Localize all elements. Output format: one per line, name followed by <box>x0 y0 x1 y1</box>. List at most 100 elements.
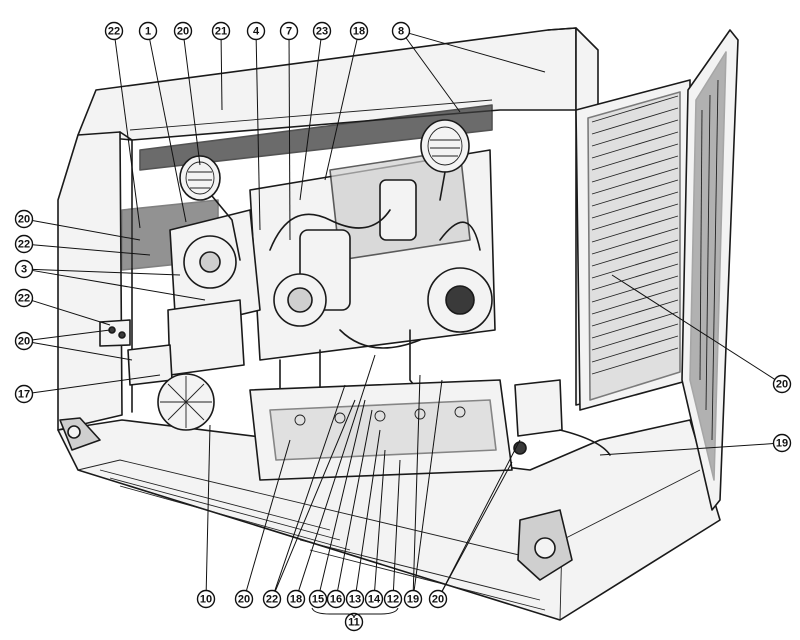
callout-number: 23 <box>316 26 328 38</box>
callout-14: 14 <box>364 589 384 609</box>
callout-22: 22 <box>14 288 34 308</box>
leader-line <box>183 39 201 166</box>
callout-17: 17 <box>14 384 34 404</box>
leader-line <box>32 374 161 394</box>
callout-number: 7 <box>286 26 292 38</box>
leader-line <box>32 268 181 276</box>
callout-number: 16 <box>330 594 342 606</box>
leader-line <box>319 399 366 591</box>
leader-line <box>441 439 521 592</box>
callout-4: 4 <box>246 21 266 41</box>
callout-number: 8 <box>398 26 404 38</box>
callout-16: 16 <box>326 589 346 609</box>
callout-number: 17 <box>18 389 30 401</box>
callout-number: 19 <box>776 438 788 450</box>
callout-1: 1 <box>138 21 158 41</box>
callout-15: 15 <box>308 589 328 609</box>
callout-20: 20 <box>428 589 448 609</box>
leader-line <box>255 39 261 231</box>
callout-23: 23 <box>312 21 332 41</box>
leader-line <box>412 374 421 591</box>
leader-line <box>32 269 206 301</box>
callout-number: 12 <box>387 594 399 606</box>
radiator-assembly <box>575 79 691 411</box>
callout-20: 20 <box>772 374 792 394</box>
callout-20: 20 <box>173 21 193 41</box>
callout-number: 22 <box>108 26 120 38</box>
battery-tray <box>249 379 611 481</box>
leader-line <box>409 32 546 73</box>
radiator-door-panel <box>681 29 739 511</box>
leader-line <box>374 449 386 591</box>
callout-leaders <box>31 32 776 592</box>
floodlight-right <box>420 119 470 201</box>
leader-line <box>245 439 291 591</box>
callout-10: 10 <box>196 589 216 609</box>
leader-line <box>288 39 291 241</box>
callout-8: 8 <box>391 21 411 41</box>
generator-end <box>99 209 261 431</box>
callout-19: 19 <box>403 589 423 609</box>
callout-number: 13 <box>349 594 361 606</box>
callout-number: 20 <box>18 336 30 348</box>
leader-line <box>405 37 461 113</box>
callout-labels: 22 1 20 21 4 7 23 18 8 20 22 3 22 20 17 20 19 10 20 22 18 15 1… <box>14 21 792 632</box>
callout-number: 20 <box>238 594 250 606</box>
callout-number: 1 <box>145 26 151 38</box>
floodlight-left <box>179 155 241 261</box>
callout-12: 12 <box>383 589 403 609</box>
leader-line <box>220 39 223 111</box>
callout-3: 3 <box>14 259 34 279</box>
callout-number: 11 <box>348 617 360 629</box>
leader-line <box>114 39 141 229</box>
callout-number: 15 <box>312 594 324 606</box>
callout-number: 22 <box>18 239 30 251</box>
callout-number: 20 <box>177 26 189 38</box>
callout-number: 22 <box>18 293 30 305</box>
callout-number: 3 <box>21 264 27 276</box>
callout-19: 19 <box>772 433 792 453</box>
callout-number: 14 <box>368 594 381 606</box>
leader-line <box>149 39 187 223</box>
leader-line <box>413 379 443 591</box>
leader-line <box>32 329 111 341</box>
leader-line <box>337 409 373 591</box>
leader-line <box>298 354 376 592</box>
callout-22: 22 <box>104 21 124 41</box>
leader-line <box>31 300 111 326</box>
leader-line <box>392 459 401 591</box>
callout-22: 22 <box>262 589 282 609</box>
callout-20: 20 <box>14 331 34 351</box>
callout-11: 11 <box>344 612 364 632</box>
leader-line <box>205 424 211 591</box>
leader-line <box>299 39 322 201</box>
callout-20: 20 <box>234 589 254 609</box>
callout-number: 20 <box>18 214 30 226</box>
callout-number: 4 <box>253 26 260 38</box>
engine-block <box>249 149 496 411</box>
leader-line <box>599 443 774 456</box>
leader-line <box>355 429 381 591</box>
callout-13: 13 <box>345 589 365 609</box>
callout-number: 22 <box>266 594 278 606</box>
callout-20: 20 <box>14 209 34 229</box>
callout-number: 20 <box>432 594 444 606</box>
callout-number: 21 <box>215 26 227 38</box>
callout-21: 21 <box>211 21 231 41</box>
callout-number: 18 <box>290 594 302 606</box>
callout-number: 19 <box>407 594 419 606</box>
group-bracket <box>311 607 399 619</box>
callout-number: 18 <box>353 26 365 38</box>
leader-line <box>32 244 151 256</box>
callout-number: 20 <box>776 379 788 391</box>
leader-line <box>32 341 133 361</box>
callout-number: 10 <box>200 594 212 606</box>
leader-line <box>274 399 356 592</box>
leader-line <box>32 220 141 241</box>
leader-line <box>324 39 358 181</box>
callout-18: 18 <box>349 21 369 41</box>
callout-22: 22 <box>14 234 34 254</box>
callout-7: 7 <box>279 21 299 41</box>
